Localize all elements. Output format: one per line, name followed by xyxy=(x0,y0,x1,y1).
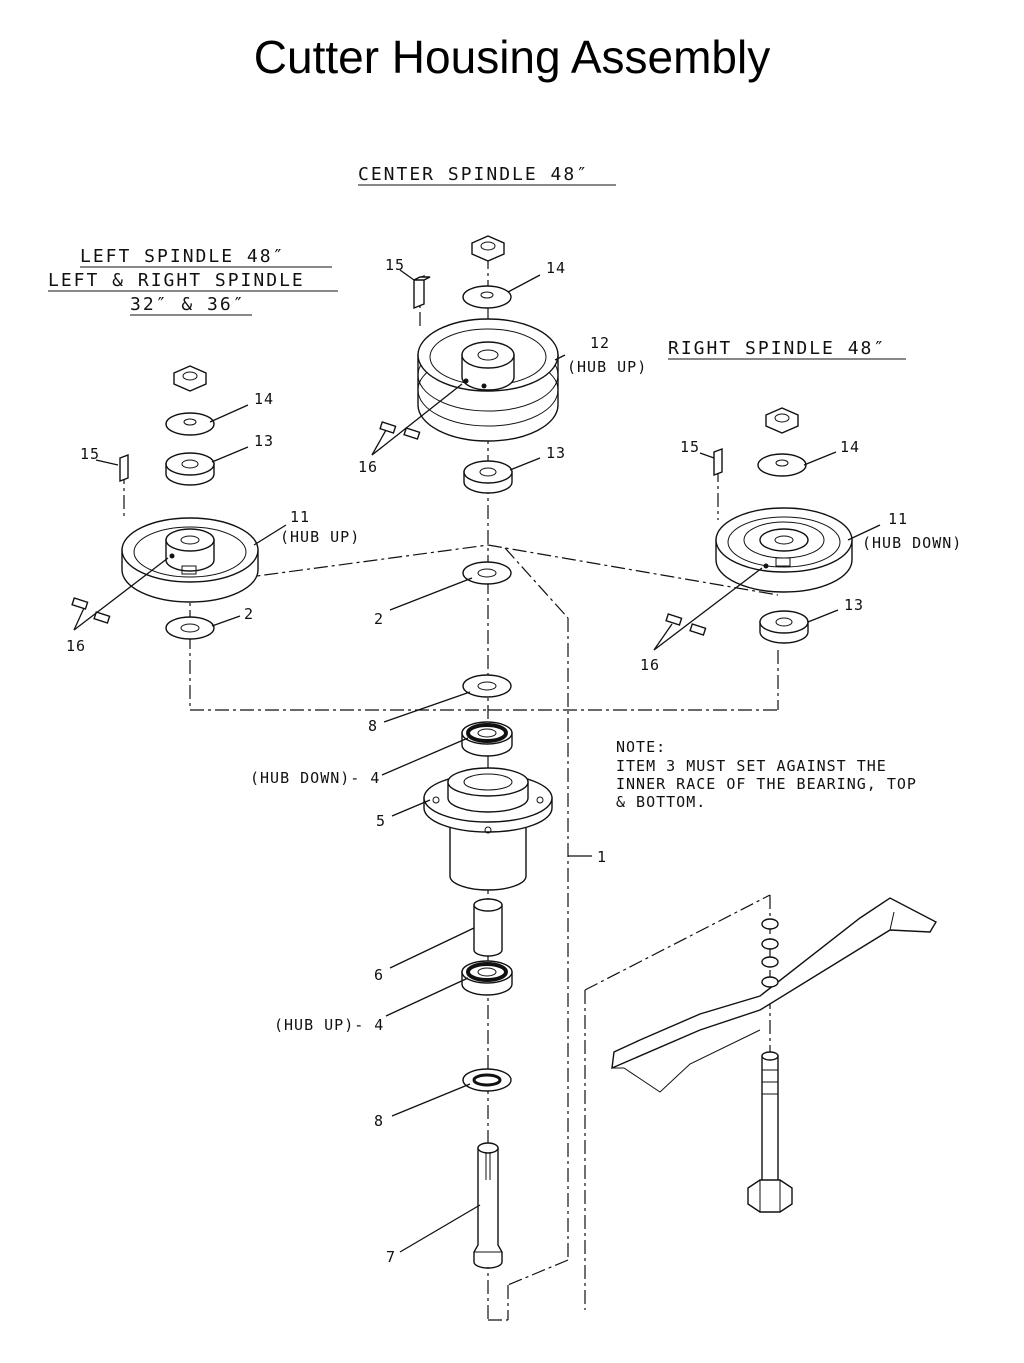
callout-8-bottom: 8 xyxy=(374,1112,384,1130)
right-spacer-13 xyxy=(759,610,809,644)
note-line-1: ITEM 3 MUST SET AGAINST THE xyxy=(616,757,887,775)
callout-right-13: 13 xyxy=(844,596,864,614)
blade-bolt xyxy=(747,1051,793,1213)
center-housing-5 xyxy=(423,767,553,891)
right-hex-nut xyxy=(765,407,799,434)
right-pulley-11 xyxy=(715,507,853,593)
center-washer-2 xyxy=(462,561,512,585)
left-pulley-11 xyxy=(121,517,259,603)
callout-8-top: 8 xyxy=(368,717,378,735)
blade-washers xyxy=(761,918,779,988)
callout-7: 7 xyxy=(386,1248,396,1266)
right-washer-14 xyxy=(757,453,807,477)
callout-left-2: 2 xyxy=(244,605,254,623)
callout-left-14: 14 xyxy=(254,390,274,408)
center-washer-14 xyxy=(462,285,512,309)
left-hex-nut xyxy=(173,365,207,392)
header-right-spindle: RIGHT SPINDLE 48″ xyxy=(668,338,886,359)
right-set-screws-16 xyxy=(665,613,707,636)
note-line-2: INNER RACE OF THE BEARING, TOP xyxy=(616,775,917,793)
center-bearing-4-bottom xyxy=(461,960,513,996)
callout-6: 6 xyxy=(374,966,384,984)
center-washer-8-bottom xyxy=(462,1068,512,1092)
note-line-3: & BOTTOM. xyxy=(616,793,706,811)
center-hex-nut xyxy=(471,235,505,262)
right-key-15 xyxy=(713,447,723,477)
center-spacer-13 xyxy=(463,460,513,494)
callout-center-12: 12 xyxy=(590,334,610,352)
callout-left-hub-up: (HUB UP) xyxy=(280,528,360,546)
header-center-spindle: CENTER SPINDLE 48″ xyxy=(358,164,589,185)
callout-labels: 15 14 12 (HUB UP) 13 16 14 13 15 11 (HUB… xyxy=(66,256,962,1266)
callout-4-hub-down: (HUB DOWN)- 4 xyxy=(250,769,380,787)
callout-center-hub-up: (HUB UP) xyxy=(567,358,647,376)
note-block: NOTE: ITEM 3 MUST SET AGAINST THE INNER … xyxy=(616,738,917,811)
note-heading: NOTE: xyxy=(616,738,666,756)
callout-center-15: 15 xyxy=(385,256,405,274)
center-key-15 xyxy=(413,274,431,310)
blade-assembly xyxy=(611,897,937,1213)
header-left-sizes: 32″ & 36″ xyxy=(130,294,246,315)
callout-right-hub-down: (HUB DOWN) xyxy=(862,534,962,552)
callout-left-16: 16 xyxy=(66,637,86,655)
center-pulley-12 xyxy=(417,318,559,442)
right-spindle-parts xyxy=(665,407,853,644)
callout-center-14: 14 xyxy=(546,259,566,277)
leader-lines xyxy=(73,269,881,1253)
blade xyxy=(611,897,937,1093)
callout-right-14: 14 xyxy=(840,438,860,456)
callout-2: 2 xyxy=(374,610,384,628)
left-washer-14 xyxy=(165,412,215,436)
header-left-right-spindle: LEFT & RIGHT SPINDLE xyxy=(48,270,305,291)
callout-left-15: 15 xyxy=(80,445,100,463)
header-left-spindle: LEFT SPINDLE 48″ xyxy=(80,246,285,267)
center-washer-8-top xyxy=(462,674,512,698)
callout-5: 5 xyxy=(376,812,386,830)
callout-left-13: 13 xyxy=(254,432,274,450)
callout-right-11: 11 xyxy=(888,510,908,528)
callout-1: 1 xyxy=(597,848,607,866)
section-headers: CENTER SPINDLE 48″ LEFT SPINDLE 48″ LEFT… xyxy=(48,164,906,360)
callout-right-16: 16 xyxy=(640,656,660,674)
callout-center-16: 16 xyxy=(358,458,378,476)
callout-4-hub-up: (HUB UP)- 4 xyxy=(274,1016,384,1034)
left-set-screws-16 xyxy=(71,597,111,624)
center-shaft-7 xyxy=(473,1142,503,1269)
page-title: Cutter Housing Assembly xyxy=(253,31,771,83)
callout-left-11: 11 xyxy=(290,508,310,526)
center-bearing-4-top xyxy=(461,721,513,757)
left-key-15 xyxy=(119,453,129,483)
left-spacer-13 xyxy=(165,452,215,486)
callout-right-15: 15 xyxy=(680,438,700,456)
left-spindle-parts xyxy=(71,365,259,640)
left-washer-2 xyxy=(165,616,215,640)
center-set-screws-16 xyxy=(379,421,421,440)
callout-center-13: 13 xyxy=(546,444,566,462)
center-sleeve-6 xyxy=(473,898,503,957)
center-spindle-parts xyxy=(379,235,559,1269)
